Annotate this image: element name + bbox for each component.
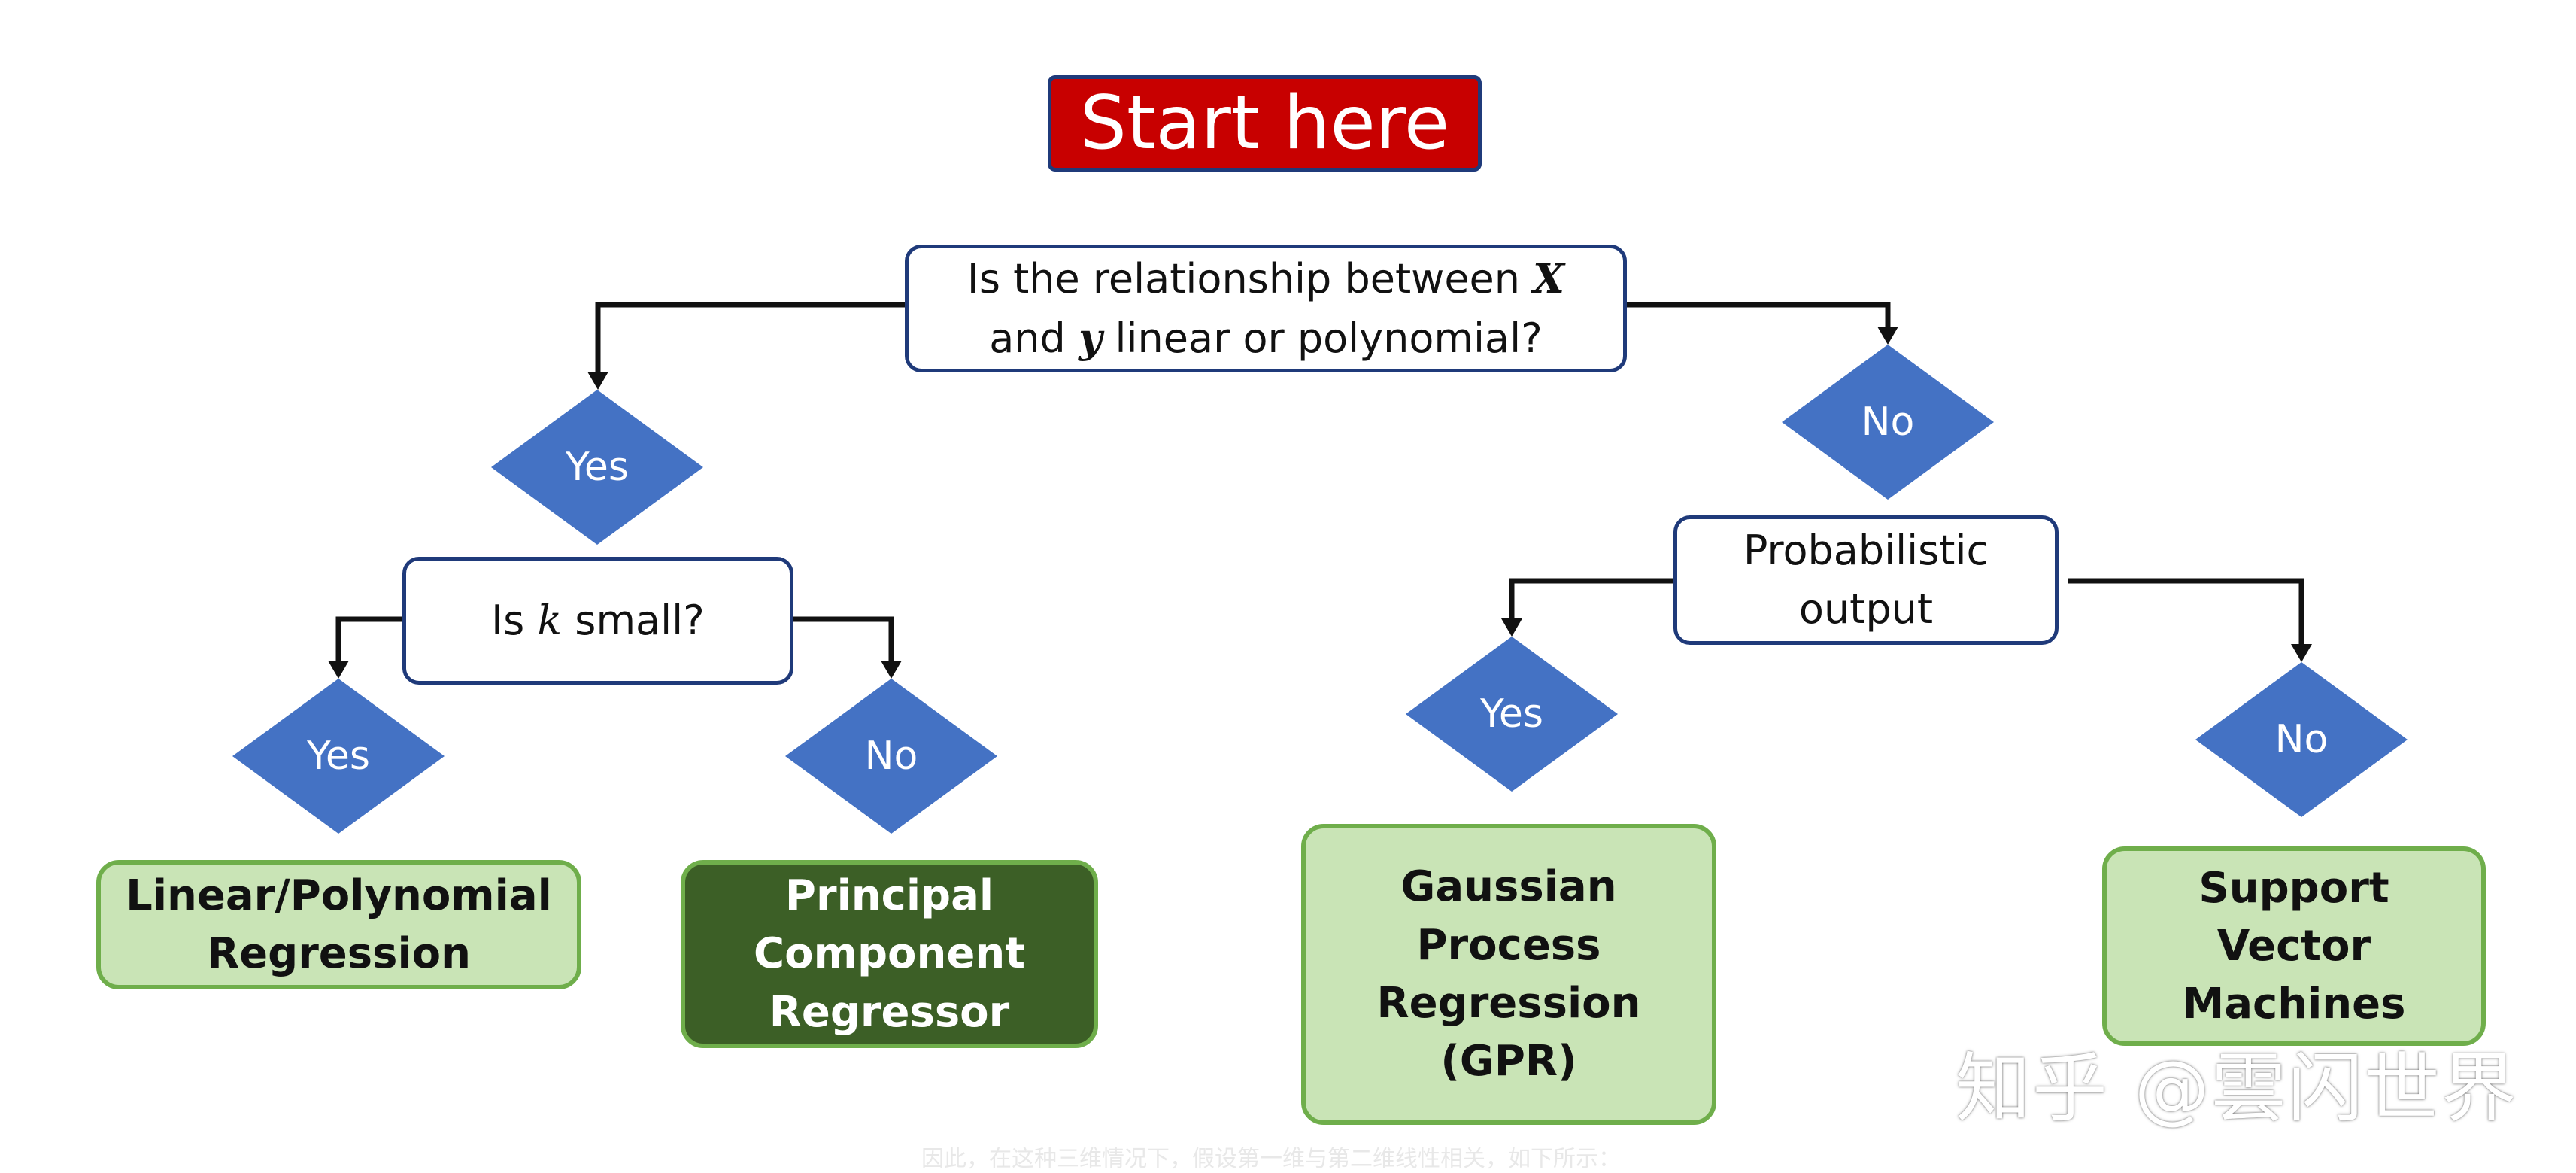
decision-yes-probabilistic: Yes [1406, 637, 1618, 792]
variable-k: k [537, 596, 563, 644]
decision-label: No [2274, 717, 2329, 762]
arrowhead [328, 661, 349, 679]
arrowhead [2291, 644, 2312, 662]
result-line: Vector [2216, 921, 2371, 971]
connector-q3-no [2068, 578, 2304, 647]
result-line: Linear/Polynomial [126, 871, 552, 920]
variable-y: y [1078, 314, 1103, 362]
decision-yes-k-small: Yes [232, 679, 445, 834]
result-line: Regression [207, 929, 471, 978]
arrowhead [587, 372, 608, 390]
decision-label: No [1861, 400, 1915, 445]
decision-label: Yes [1480, 691, 1543, 737]
arrowhead [881, 661, 902, 679]
result-line: Principal [784, 871, 994, 921]
decision-no-linear: No [1782, 345, 1994, 500]
question-line-1: Probabilistic [1743, 526, 1989, 574]
question-text: Is the relationship between [966, 254, 1534, 302]
start-here-banner: Start here [1048, 75, 1482, 172]
decision-no-k-small: No [785, 679, 997, 834]
question-text: and [989, 315, 1079, 362]
faded-caption: 因此，在这种三维情况下，假设第一维与第二维线性相关，如下所示： [921, 1146, 1621, 1172]
connector-q2-no [791, 616, 894, 664]
result-gaussian-process-regression: Gaussian Process Regression (GPR) [1301, 824, 1716, 1125]
zhihu-watermark: 知乎 @雲闪世界 [1956, 1044, 2518, 1132]
question-line-1: Is the relationship between X [967, 249, 1564, 308]
connector-q1-yes [595, 302, 906, 375]
result-line: Process [1416, 920, 1601, 970]
result-line: Support [2198, 863, 2389, 913]
result-principal-component-regressor: Principal Component Regressor [681, 860, 1098, 1048]
decision-yes-linear: Yes [491, 390, 703, 545]
question-text: small? [562, 596, 705, 644]
question-linear-or-polynomial: Is the relationship between X and y line… [905, 245, 1627, 372]
decision-no-probabilistic: No [2195, 662, 2408, 817]
decision-label: Yes [307, 734, 370, 779]
result-line: Regression [1376, 979, 1641, 1028]
result-line: Component [754, 929, 1025, 979]
result-linear-polynomial-regression: Linear/Polynomial Regression [96, 860, 581, 989]
question-k-small: Is k small? [402, 557, 793, 685]
result-line: Regressor [769, 987, 1010, 1037]
question-probabilistic-output: Probabilistic output [1673, 515, 2059, 645]
start-label: Start here [1079, 81, 1450, 166]
decision-label: Yes [566, 445, 629, 490]
result-support-vector-machines: Support Vector Machines [2102, 846, 2486, 1046]
arrowhead [1501, 618, 1522, 637]
result-line: (GPR) [1440, 1037, 1577, 1086]
question-line-2: and y linear or polynomial? [967, 308, 1564, 368]
result-line: Machines [2182, 980, 2406, 1029]
question-text: linear or polynomial? [1102, 315, 1543, 362]
result-line: Gaussian [1400, 862, 1617, 912]
connector-q1-no [1625, 302, 1891, 330]
connector-q2-yes [335, 616, 405, 664]
question-text: Is [491, 596, 538, 644]
decision-label: No [864, 734, 918, 779]
question-line-2: output [1798, 585, 1934, 633]
arrowhead [1877, 327, 1898, 345]
connector-q3-yes [1509, 578, 1685, 621]
variable-x: X [1533, 254, 1565, 302]
